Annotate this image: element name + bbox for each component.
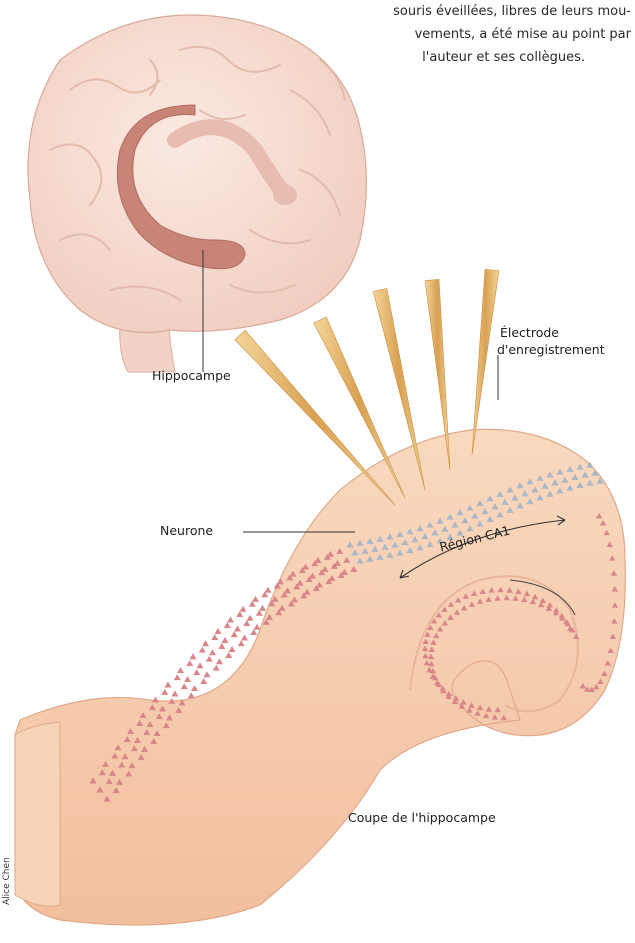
pink-neuron xyxy=(222,637,229,643)
pink-neuron xyxy=(206,656,213,662)
pink-neuron xyxy=(174,674,181,680)
pink-neuron xyxy=(200,678,207,684)
pink-neuron xyxy=(165,681,172,687)
pink-neuron xyxy=(259,605,266,611)
electrode-label-line1: Électrode xyxy=(500,325,559,340)
pink-neuron xyxy=(216,658,223,664)
pink-neuron xyxy=(254,624,261,630)
brain-outline xyxy=(28,15,366,333)
hippocampus-slice xyxy=(15,429,625,925)
pink-neuron xyxy=(218,643,225,649)
electrode xyxy=(235,330,395,505)
pink-neuron xyxy=(211,634,218,640)
neurone-label: Neurone xyxy=(160,523,213,538)
electrode-label-line2: d'enregistrement xyxy=(497,342,605,357)
pink-neuron xyxy=(240,606,247,612)
pink-neuron xyxy=(265,587,272,593)
electrode xyxy=(472,269,499,455)
pink-neuron xyxy=(213,665,220,671)
pink-neuron xyxy=(204,671,211,677)
hippocampus-tail xyxy=(273,185,297,205)
pink-neuron xyxy=(234,626,241,632)
pink-neuron xyxy=(152,697,159,703)
pink-neuron xyxy=(247,615,254,621)
pink-neuron xyxy=(197,662,204,668)
pink-neuron xyxy=(191,685,198,691)
pink-neuron xyxy=(161,689,168,695)
caption-line-2: vements, a été mise au point par xyxy=(415,27,631,42)
pink-neuron xyxy=(224,622,231,628)
pink-neuron xyxy=(209,649,216,655)
pink-neuron xyxy=(243,620,250,626)
caption-line-3: l'auteur et ses collègues. xyxy=(422,50,585,65)
pink-neuron xyxy=(227,617,234,623)
pink-neuron xyxy=(236,611,243,617)
pink-neuron xyxy=(172,690,179,696)
brain xyxy=(28,15,366,372)
caption-line-1: souris éveillées, libres de leurs mou- xyxy=(393,4,631,19)
pink-neuron xyxy=(190,653,197,659)
hippocampe-label: Hippocampe xyxy=(152,368,231,383)
slice-body xyxy=(15,429,625,925)
pink-neuron xyxy=(199,647,206,653)
pink-neuron xyxy=(181,683,188,689)
pink-neuron xyxy=(238,640,245,646)
pink-neuron xyxy=(229,646,236,652)
slice-cut-face xyxy=(15,722,60,906)
pink-neuron xyxy=(184,676,191,682)
pink-neuron xyxy=(250,629,257,635)
pink-neuron xyxy=(202,640,209,646)
pink-neuron xyxy=(177,667,184,673)
pink-neuron xyxy=(188,692,195,698)
pink-neuron xyxy=(241,635,248,641)
pink-neuron xyxy=(215,628,222,634)
pink-neuron xyxy=(186,660,193,666)
artist-credit: Alice Chen xyxy=(2,857,12,905)
pink-neuron xyxy=(231,631,238,637)
pink-neuron xyxy=(252,596,259,602)
pink-neuron xyxy=(193,669,200,675)
coupe-label: Coupe de l'hippocampe xyxy=(348,810,496,825)
pink-neuron xyxy=(225,652,232,658)
